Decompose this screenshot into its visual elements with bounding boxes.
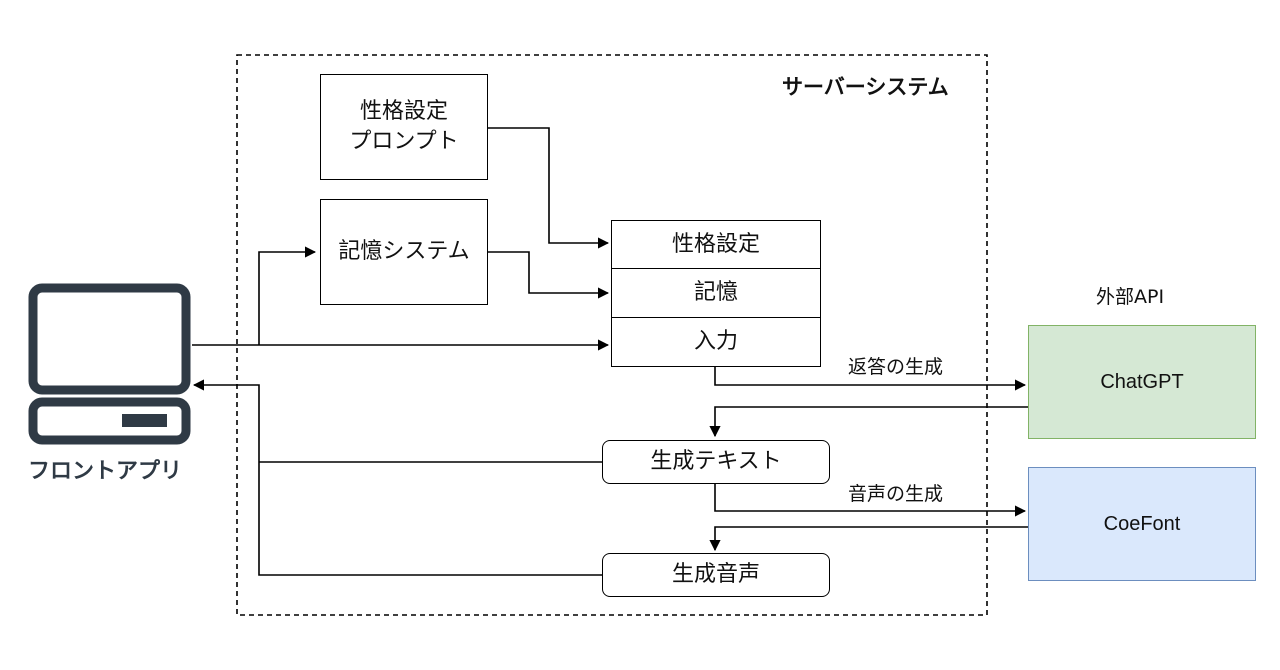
computer-icon: [28, 283, 191, 445]
voice-generation-label: 音声の生成: [848, 483, 944, 505]
edge-coefont-to-generated-audio: [709, 526, 1028, 552]
edge-front-app-to-memory-system: [258, 246, 317, 345]
chatgpt-box: ChatGPT: [1028, 325, 1256, 439]
coefont-box: CoeFont: [1028, 467, 1256, 581]
prompt-memory-row: 記憶: [611, 268, 821, 318]
generated-audio-box: 生成音声: [602, 553, 830, 597]
server-system-label: サーバーシステム: [782, 75, 949, 99]
prompt-input-row: 入力: [611, 317, 821, 367]
edge-chatgpt-to-generated-text: [709, 406, 1028, 438]
server-system-boundary: [236, 54, 988, 616]
edge-prompt-to-chatgpt: [714, 367, 1027, 391]
prompt-personality-row: 性格設定: [611, 220, 821, 269]
reply-generation-label: 返答の生成: [848, 356, 944, 378]
edge-memory-system-to-prompt: [488, 251, 610, 299]
personality-prompt-box: 性格設定 プロンプト: [320, 74, 488, 180]
front-app-label: フロントアプリ: [28, 459, 183, 484]
edge-generated-text-to-coefont: [714, 484, 1027, 517]
generated-text-box: 生成テキスト: [602, 440, 830, 484]
edge-generated-audio-to-front-app: [192, 379, 602, 576]
external-api-label: 外部API: [1096, 286, 1165, 308]
edge-personality-prompt-to-prompt: [488, 127, 610, 249]
memory-system-box: 記憶システム: [320, 199, 488, 305]
